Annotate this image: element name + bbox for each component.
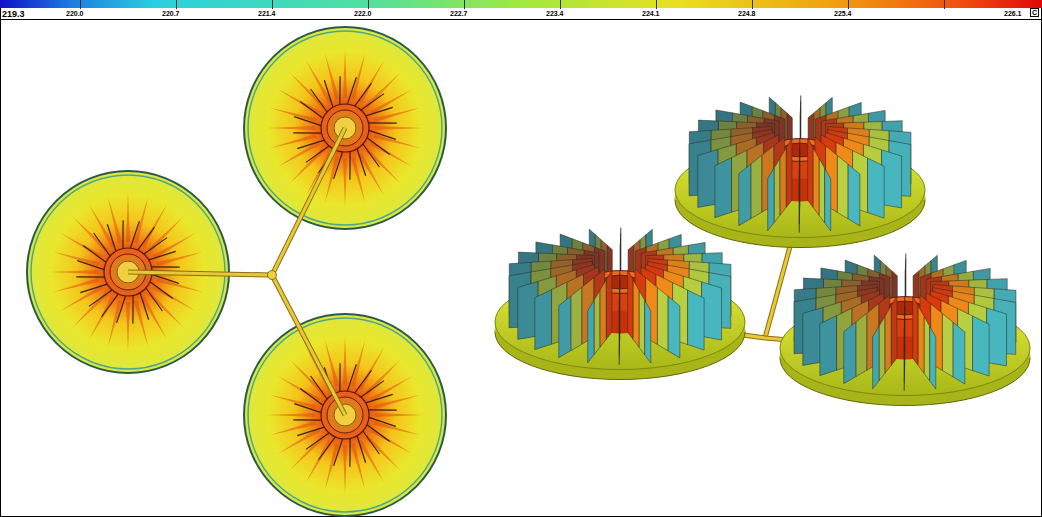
scale-value: 219.3 [2,10,25,19]
runner [272,275,345,415]
scale-value: 226.1 [1004,10,1022,17]
runner [272,128,345,275]
scale-value: 223.4 [546,10,564,17]
scale-value: 220.7 [162,10,180,17]
scale-value: 225.4 [834,10,852,17]
part-3d-view [675,96,925,248]
runner [128,272,272,275]
part-3d-view [780,254,1030,406]
scale-tick [944,0,945,9]
part-3d-view [495,228,745,380]
scale-tick [656,0,657,9]
runner [272,275,345,415]
scale-value: 222.0 [354,10,372,17]
scale-tick [80,0,81,9]
scale-tick [752,0,753,9]
runner [272,128,345,275]
unit-label: C [1030,8,1039,17]
scale-value: 220.0 [66,10,84,17]
scale-value: 224.1 [642,10,660,17]
scale-tick [464,0,465,9]
scale-tick [368,0,369,9]
scale-tick [560,0,561,9]
scale-value: 224.8 [738,10,756,17]
scale-value: 221.4 [258,10,276,17]
scale-tick [272,0,273,9]
scale-value: 222.7 [450,10,468,17]
sprue [268,271,277,280]
scale-tick [176,0,177,9]
scale-tick [848,0,849,9]
runner [128,272,272,275]
